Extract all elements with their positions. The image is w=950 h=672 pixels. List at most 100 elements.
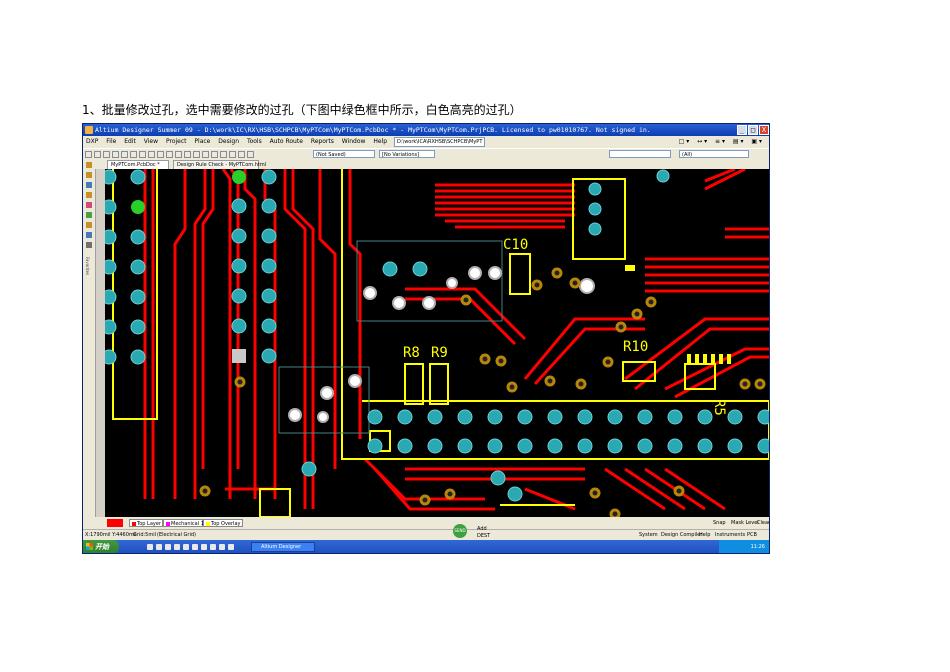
menu-place[interactable]: Place <box>194 138 211 145</box>
projects-panel-icon[interactable] <box>86 172 92 178</box>
select-area-icon[interactable] <box>184 151 191 158</box>
inspector-panel-icon[interactable] <box>86 232 92 238</box>
start-label: 开始 <box>95 543 109 551</box>
menu-design[interactable]: Design <box>218 138 240 145</box>
send-badge[interactable]: SEND <box>453 524 467 538</box>
print-icon[interactable] <box>112 151 119 158</box>
rubber-stamp-icon[interactable] <box>175 151 182 158</box>
connector-pads-bottom <box>301 169 769 502</box>
cross-probe-icon[interactable] <box>211 151 218 158</box>
panel-help[interactable]: Help <box>699 532 711 538</box>
maximize-button[interactable]: □ <box>748 125 758 135</box>
paste-icon[interactable] <box>166 151 173 158</box>
open-icon[interactable] <box>94 151 101 158</box>
favorites-label[interactable]: Favorites <box>85 257 90 276</box>
menu-reports[interactable]: Reports <box>310 138 334 145</box>
quicklaunch-icon-9[interactable] <box>219 544 225 550</box>
menu-tools[interactable]: Tools <box>246 138 262 145</box>
layer-tab-top[interactable]: Top Layer <box>129 519 163 527</box>
layer-bar: Top Layer Mechanical 1 Top Overlay Snap … <box>83 517 769 529</box>
clipboard-panel-icon[interactable] <box>86 202 92 208</box>
tab-pcbdoc-label: MyPTCom.PcbDoc * <box>111 162 160 168</box>
path-combo[interactable]: D:\work\ICA\RXHSB\SCHPCB\MyPT <box>393 136 486 147</box>
pencil-icon[interactable] <box>238 151 245 158</box>
small-vias <box>199 267 766 517</box>
new-doc-icon[interactable] <box>85 151 92 158</box>
taskbar-altium-button[interactable]: Altium Designer <box>251 542 315 552</box>
menu-dxp[interactable]: DXP <box>86 138 99 145</box>
clear-button[interactable]: Clear <box>757 520 770 526</box>
view-option-5[interactable]: ▣ ▾ <box>751 138 762 145</box>
quicklaunch-icon-1[interactable] <box>147 544 153 550</box>
filter-combo[interactable] <box>609 150 671 158</box>
start-button[interactable]: 开始 <box>83 540 119 553</box>
panel-instruments[interactable]: Instruments <box>715 532 746 538</box>
quicklaunch-icon-10[interactable] <box>228 544 234 550</box>
quicklaunch-icon-8[interactable] <box>210 544 216 550</box>
menu-help[interactable]: Help <box>373 138 388 145</box>
quicklaunch-icon-7[interactable] <box>201 544 207 550</box>
menu-project[interactable]: Project <box>165 138 187 145</box>
messages-panel-icon[interactable] <box>86 222 92 228</box>
save-icon[interactable] <box>103 151 110 158</box>
panel-design-compiler[interactable]: Design Compiler <box>661 532 703 538</box>
libraries-panel-icon[interactable] <box>86 212 92 218</box>
copy-icon[interactable] <box>157 151 164 158</box>
label-r5: R5 <box>711 399 727 416</box>
view-option-3[interactable]: ≡ ▾ <box>715 138 725 145</box>
deselect-icon[interactable] <box>202 151 209 158</box>
menu-view[interactable]: View <box>143 138 159 145</box>
files-panel-icon[interactable] <box>86 162 92 168</box>
snap-button[interactable]: Snap <box>713 520 726 526</box>
layer-tab-mechanical-label: Mechanical 1 <box>171 521 204 527</box>
redo-icon[interactable] <box>229 151 236 158</box>
quicklaunch-icon-3[interactable] <box>165 544 171 550</box>
zoom-fit-icon[interactable] <box>139 151 146 158</box>
system-tray: 11:26 <box>719 540 769 553</box>
menu-auto-route[interactable]: Auto Route <box>269 138 303 145</box>
pcb-drawing[interactable]: C10 R8 R9 R10 R5 <box>105 169 769 517</box>
undo-icon[interactable] <box>220 151 227 158</box>
quicklaunch-icon-4[interactable] <box>174 544 180 550</box>
filter-panel-icon[interactable] <box>86 242 92 248</box>
compile-icon[interactable] <box>247 151 254 158</box>
tab-drc-label: Design Rule Check - MyPTCom.html <box>177 162 267 168</box>
view-option-1[interactable]: □ ▾ <box>678 138 690 145</box>
variations-combo[interactable]: [No Variations] <box>379 150 435 158</box>
layer-color-swatch[interactable] <box>107 519 123 527</box>
cut-icon[interactable] <box>148 151 155 158</box>
pcb-canvas[interactable]: C10 R8 R9 R10 R5 <box>105 169 769 517</box>
smd-pads <box>625 265 731 364</box>
panel-system[interactable]: System <box>639 532 658 538</box>
menu-window[interactable]: Window <box>341 138 366 145</box>
quicklaunch-icon-2[interactable] <box>156 544 162 550</box>
mask-level-button[interactable]: Mask Level <box>731 520 759 526</box>
view-option-2[interactable]: ↔ ▾ <box>697 138 708 145</box>
layer-tab-overlay[interactable]: Top Overlay <box>203 519 243 527</box>
quicklaunch-icon-5[interactable] <box>183 544 189 550</box>
zoom-in-icon[interactable] <box>121 151 128 158</box>
minimize-button[interactable]: _ <box>737 125 747 135</box>
menu-edit[interactable]: Edit <box>124 138 136 145</box>
menu-file[interactable]: File <box>106 138 117 145</box>
layer-tab-mechanical[interactable]: Mechanical 1 <box>163 519 204 527</box>
quicklaunch-icon-6[interactable] <box>192 544 198 550</box>
net-combo[interactable]: (Not Saved) <box>313 150 375 158</box>
window-title: Altium Designer Summer 09 - D:\work\IC\R… <box>95 126 651 134</box>
main-toolbar: (Not Saved) [No Variations] (All) <box>83 148 769 160</box>
zoom-out-icon[interactable] <box>130 151 137 158</box>
view-option-4[interactable]: ▤ ▾ <box>732 138 744 145</box>
windows-taskbar: 开始 Altium Designer 11:26 <box>83 540 769 553</box>
panel-pcb[interactable]: PCB <box>747 532 757 538</box>
move-icon[interactable] <box>193 151 200 158</box>
tab-pcbdoc[interactable]: MyPTCom.PcbDoc * <box>107 160 169 169</box>
close-button[interactable]: X <box>759 125 769 135</box>
nav-dest-label[interactable]: DEST <box>477 533 491 539</box>
electrical-grid-readout: (Electrical Grid) <box>157 532 196 538</box>
nav-add-label[interactable]: Add <box>477 526 487 532</box>
pcb-panel-icon[interactable] <box>86 192 92 198</box>
selected-vias <box>288 266 595 423</box>
navigator-panel-icon[interactable] <box>86 182 92 188</box>
tab-drc-report[interactable]: Design Rule Check - MyPTCom.html <box>173 160 266 169</box>
scope-combo[interactable]: (All) <box>679 150 749 158</box>
